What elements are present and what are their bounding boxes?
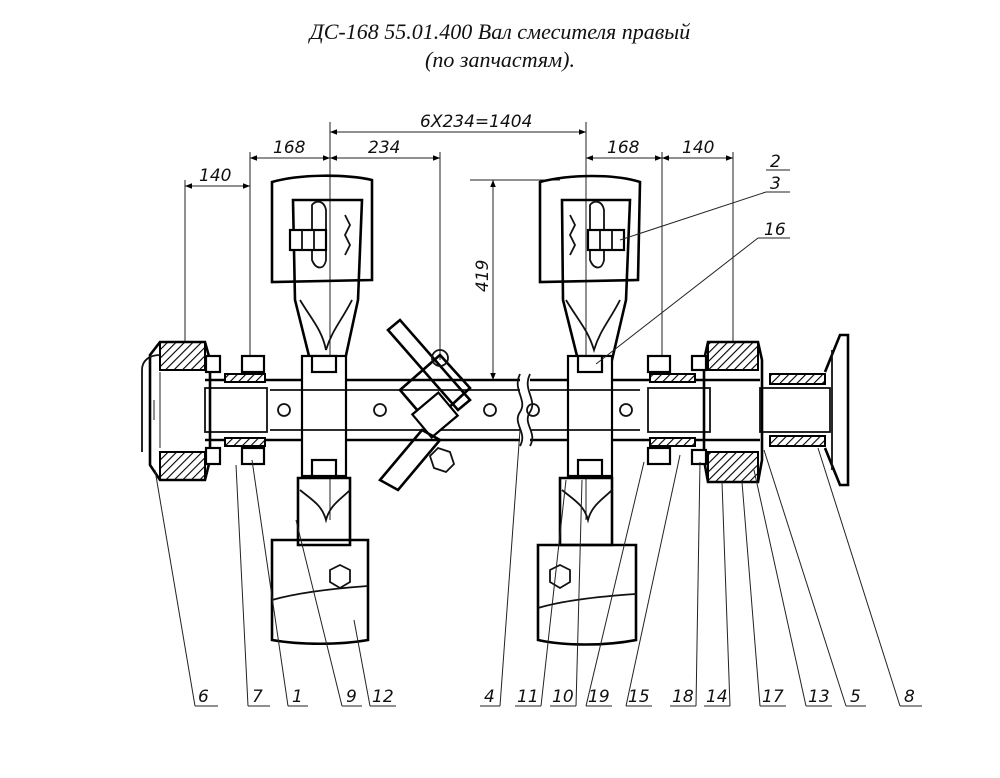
label-6: 6 — [198, 687, 209, 707]
label-18: 18 — [672, 687, 694, 707]
middle-angled-paddle — [377, 318, 472, 492]
dim-right-140: 140 — [682, 138, 714, 158]
left-paddle-arm — [270, 174, 374, 646]
drawing-title: ДС-168 55.01.400 Вал смесителя правый (п… — [0, 18, 1000, 74]
dimension-labels: 6Х234=1404 168 234 140 168 140 419 — [199, 112, 714, 292]
label-7: 7 — [252, 687, 263, 707]
label-4: 4 — [484, 687, 495, 707]
shaft — [204, 373, 831, 447]
dim-left-140: 140 — [199, 166, 231, 186]
label-3: 3 — [770, 174, 781, 194]
left-bearing-assembly — [141, 340, 266, 482]
label-5: 5 — [850, 687, 861, 707]
label-14: 14 — [706, 687, 728, 707]
title-line-2: (по запчастям). — [425, 47, 575, 72]
dim-left-234: 234 — [368, 138, 400, 158]
title-line-1: ДС-168 55.01.400 Вал смесителя правый — [309, 19, 691, 44]
right-bearing-assembly — [646, 333, 850, 487]
bottom-labels: 6 7 1 9 12 4 11 10 19 15 18 14 17 13 5 8 — [198, 687, 915, 707]
right-paddle-arm — [536, 174, 642, 646]
label-15: 15 — [628, 687, 650, 707]
label-11: 11 — [517, 687, 539, 707]
dim-height-419: 419 — [473, 260, 493, 292]
label-9: 9 — [346, 687, 357, 707]
bottom-leaders — [154, 429, 922, 707]
label-2: 2 — [770, 152, 781, 172]
label-19: 19 — [588, 687, 610, 707]
label-17: 17 — [762, 687, 784, 707]
dim-total-span: 6Х234=1404 — [420, 112, 532, 132]
dim-left-168: 168 — [273, 138, 306, 158]
label-13: 13 — [808, 687, 830, 707]
top-labels: 2 3 16 — [764, 152, 786, 240]
label-16: 16 — [764, 220, 786, 240]
dimension-lines — [184, 122, 734, 520]
dim-right-168: 168 — [607, 138, 640, 158]
label-8: 8 — [904, 687, 915, 707]
top-leaders — [595, 169, 790, 365]
label-12: 12 — [372, 687, 394, 707]
label-10: 10 — [552, 687, 574, 707]
label-1: 1 — [292, 687, 303, 707]
